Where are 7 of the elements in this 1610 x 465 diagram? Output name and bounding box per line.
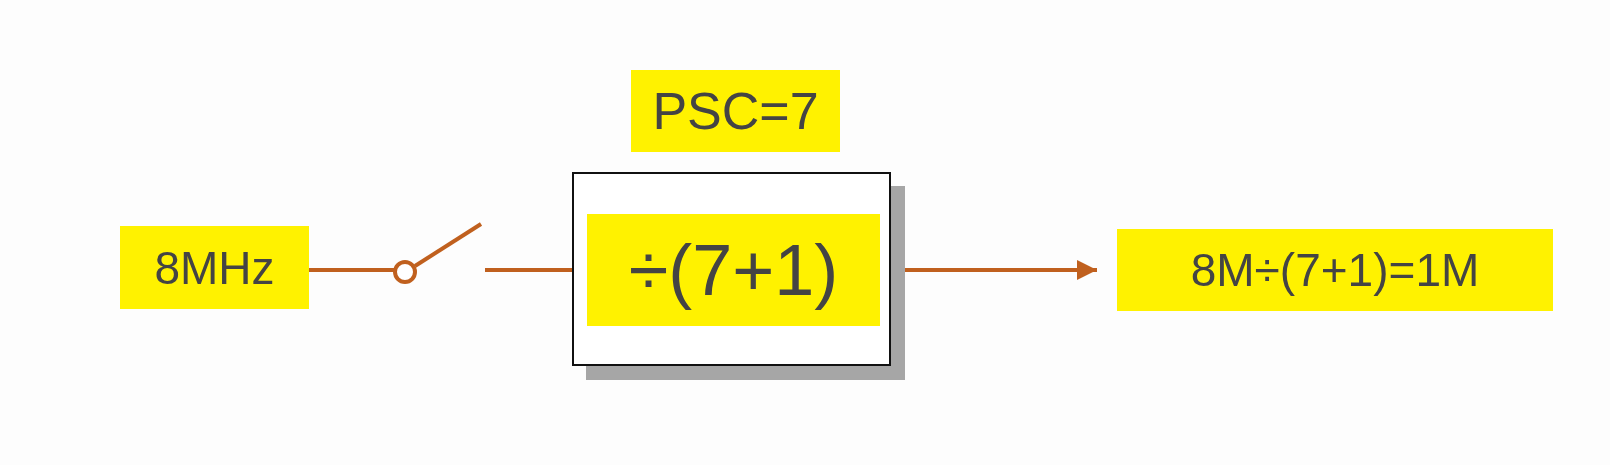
connector: [485, 268, 572, 272]
switch-symbol: [393, 222, 483, 284]
formula-text: ÷(7+1): [587, 214, 880, 326]
register-label: PSC=7: [631, 70, 840, 152]
connector: [309, 268, 395, 272]
output-label: 8M÷(7+1)=1M: [1117, 229, 1553, 311]
signal-label: 8MHz: [120, 226, 309, 309]
